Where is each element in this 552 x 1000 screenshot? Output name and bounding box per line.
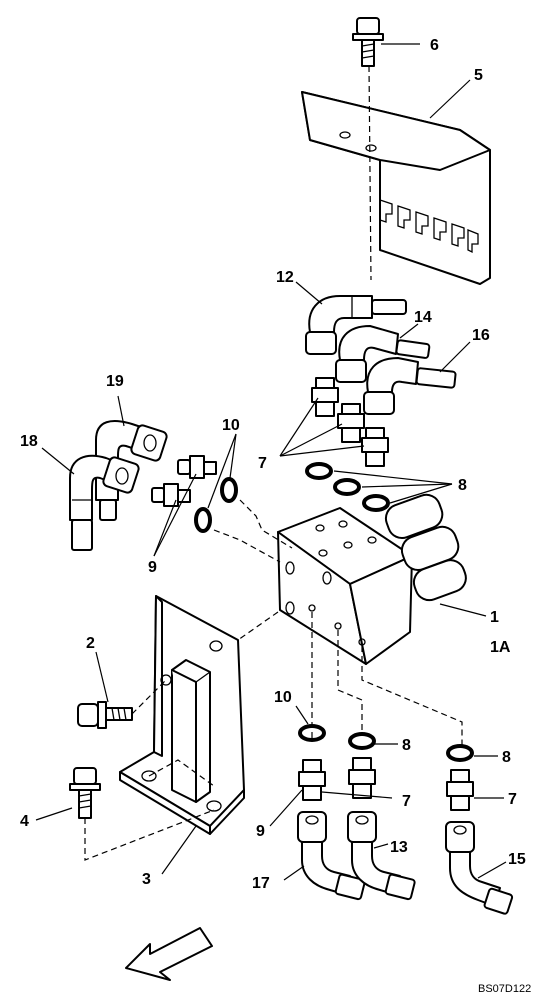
connector-7-lower-a: [348, 757, 376, 799]
bolt-4: [69, 767, 101, 819]
callout-16: 16: [472, 327, 490, 344]
connector-7-c: [361, 427, 389, 467]
callout-8-bottom-b: 8: [502, 749, 511, 766]
bolt-2: [77, 701, 133, 729]
connector-7-b: [337, 403, 365, 443]
leader-lines: [35, 43, 507, 881]
callout-7-top: 7: [258, 455, 267, 472]
callout-5: 5: [474, 67, 483, 84]
elbow-17: [297, 811, 366, 901]
callout-8-bottom-a: 8: [402, 737, 411, 754]
o-ring-8-c: [362, 494, 390, 512]
elbow-14: [335, 325, 431, 383]
callout-12: 12: [276, 269, 294, 286]
callout-1: 1: [490, 609, 499, 626]
o-ring-8-e: [446, 744, 474, 762]
callout-19: 19: [106, 373, 124, 390]
drawing-code: BS07D122: [478, 983, 531, 995]
callout-7-bottom-b: 7: [508, 791, 517, 808]
bracket-3: [119, 595, 245, 835]
callout-10-bottom: 10: [274, 689, 292, 706]
callout-3: 3: [142, 871, 151, 888]
elbow-18: [69, 454, 140, 551]
connector-9-lower: [298, 759, 326, 801]
o-ring-8-d: [348, 732, 376, 750]
o-ring-10-a: [220, 477, 238, 503]
callout-8-top: 8: [458, 477, 467, 494]
o-ring-10-c: [298, 724, 326, 742]
assembly-line: [148, 759, 215, 787]
callout-13: 13: [390, 839, 408, 856]
assembly-line: [213, 529, 281, 563]
callout-18: 18: [20, 433, 38, 450]
connector-7-lower-b: [446, 769, 474, 811]
elbow-12: [305, 295, 407, 355]
fitting-9-a: [177, 455, 217, 479]
callout-9-left: 9: [148, 559, 157, 576]
callout-9-bottom: 9: [256, 823, 265, 840]
bracket-5: [301, 91, 491, 285]
o-ring-8-a: [305, 462, 333, 480]
callout-4: 4: [20, 813, 29, 830]
callout-7-bottom-a: 7: [402, 793, 411, 810]
callout-10-left: 10: [222, 417, 240, 434]
assembly-line: [84, 809, 215, 861]
bolt-6: [352, 17, 384, 67]
callout-2: 2: [86, 635, 95, 652]
o-ring-10-b: [194, 507, 212, 533]
callout-15: 15: [508, 851, 526, 868]
assembly-line: [337, 630, 363, 732]
assembly-line: [239, 499, 293, 549]
connector-7-a: [311, 377, 339, 417]
valve-block-1: [277, 493, 467, 665]
callout-17: 17: [252, 875, 270, 892]
callout-6: 6: [430, 37, 439, 54]
assembly-line: [131, 679, 167, 715]
front-direction-arrow-icon: [125, 927, 213, 981]
assembly-line: [237, 611, 279, 641]
callout-1a: 1A: [490, 639, 511, 656]
assembly-line: [361, 646, 463, 748]
elbow-15: [445, 821, 514, 915]
callout-14: 14: [414, 309, 432, 326]
fitting-9-b: [151, 483, 191, 507]
elbow-13: [347, 811, 416, 901]
assembly-line: [368, 65, 372, 281]
elbow-16: [363, 357, 457, 415]
o-ring-8-b: [333, 478, 361, 496]
